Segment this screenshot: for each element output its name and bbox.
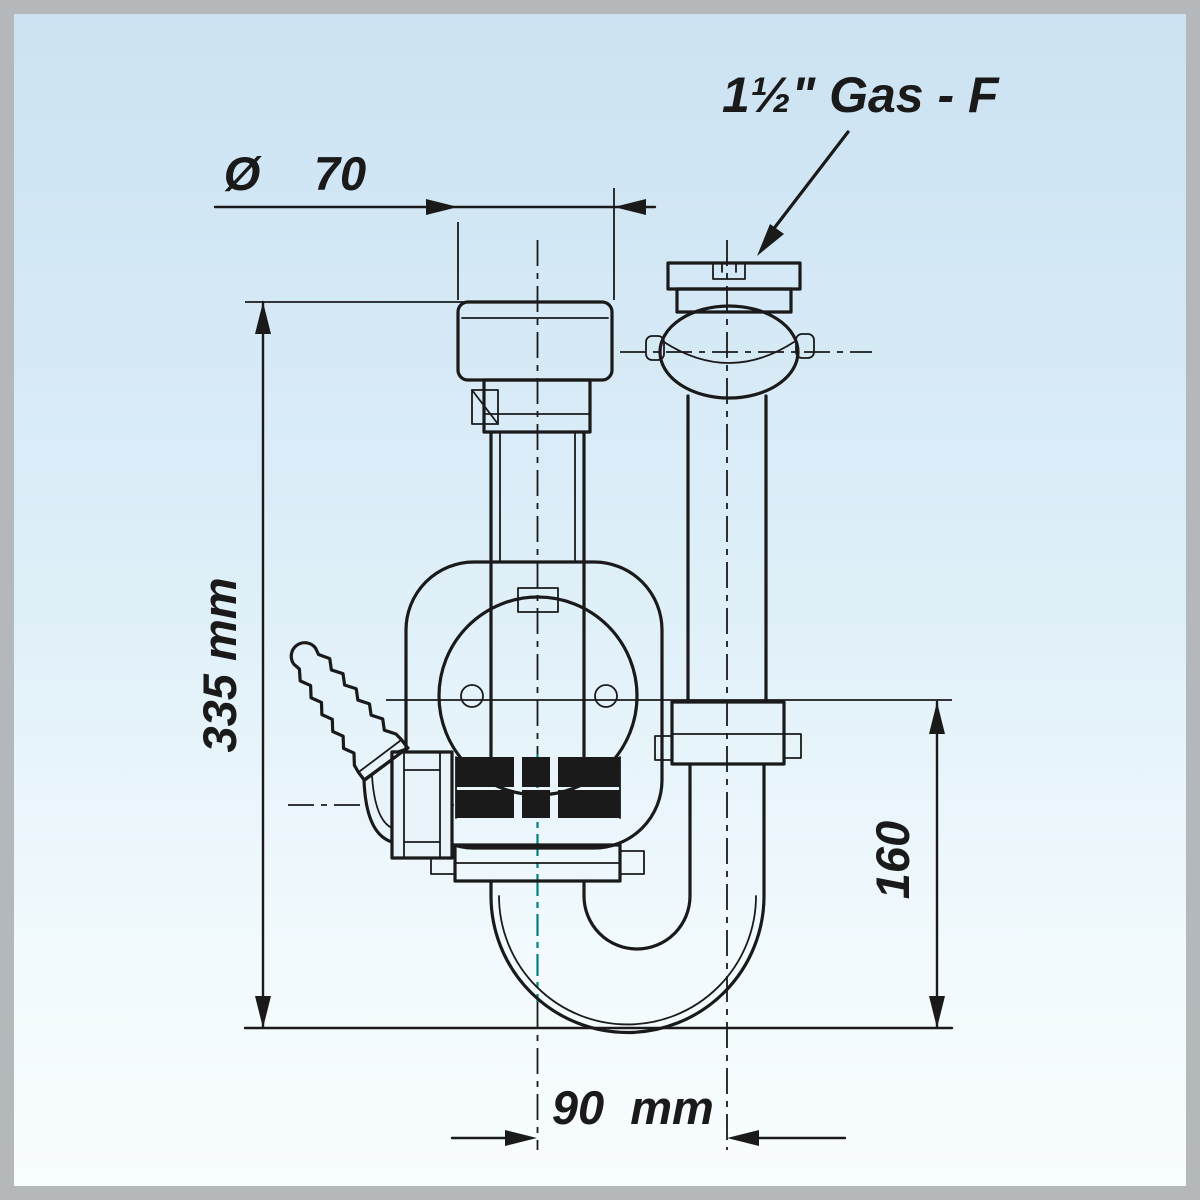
connection-leader-arrow	[757, 224, 784, 256]
hose-flange-lines	[403, 751, 441, 859]
outlet-coupling	[670, 700, 786, 766]
u-bend-inner-arc	[582, 894, 692, 951]
width-arrow-right	[727, 1130, 759, 1146]
trap-thread-bands	[455, 756, 621, 819]
width-arrow-left	[505, 1130, 537, 1146]
diameter-symbol: Ø	[224, 147, 263, 200]
outlet-cup-lip	[666, 261, 802, 291]
outlet-pipe-lower	[688, 762, 766, 880]
trap-body-outline	[404, 560, 664, 850]
trap-side-circle-left	[460, 684, 484, 708]
u-bend-outer-arc	[489, 894, 766, 1035]
outlet-coupling-lug-left	[654, 735, 673, 761]
hose-elbow-inner-curve	[371, 775, 393, 829]
u-bend	[489, 876, 766, 1035]
connection-text: 1½" Gas - F	[722, 67, 1000, 123]
width-value: 90	[552, 1081, 604, 1134]
outlet-pipe-upper	[686, 394, 768, 704]
outlet-ring	[658, 304, 800, 400]
u-bend-right-join	[688, 876, 766, 898]
height-right-label: 160	[866, 821, 919, 899]
connection-leader-line	[770, 130, 850, 233]
width-unit: mm	[630, 1081, 714, 1134]
dimension-height-right: 160	[866, 700, 945, 1030]
outlet-cup-body	[675, 287, 793, 314]
height-total-label: 335 mm	[193, 577, 246, 752]
trap-side-circle-right	[594, 684, 618, 708]
outlet-cup-notch	[712, 262, 746, 280]
hose-connector	[289, 641, 454, 860]
trap-bottom-nut-wing-right	[619, 850, 645, 875]
hose-cone	[289, 641, 410, 782]
u-bend-left-join	[489, 879, 586, 898]
height-right-arrow-top	[929, 702, 945, 734]
diameter-arrow-left	[426, 199, 458, 215]
outlet-ring-lug-right	[795, 333, 815, 359]
outlet-ring-lug-left	[645, 335, 665, 361]
inlet-assembly	[456, 300, 614, 564]
dimension-width: 90 mm	[450, 1081, 847, 1146]
diameter-value: 70	[314, 147, 366, 200]
diameter-arrow-right	[614, 199, 646, 215]
trap-body	[404, 560, 664, 883]
connection-label: 1½" Gas - F	[722, 67, 1000, 256]
outlet-ring-seam	[663, 341, 795, 364]
outlet-coupling-lug-right	[783, 733, 802, 759]
dimension-diameter: Ø 70	[213, 147, 657, 300]
height-right-arrow-bottom	[929, 996, 945, 1028]
height-total-arrow-bottom	[255, 996, 271, 1028]
centerlines	[288, 240, 952, 1150]
outlet-assembly	[645, 261, 815, 880]
inlet-top-nut	[456, 300, 614, 382]
dimension-height-total: 335 mm	[193, 300, 954, 1030]
inlet-clip	[471, 389, 499, 425]
inlet-clip-diagonal	[471, 389, 499, 425]
height-total-arrow-top	[255, 302, 271, 334]
u-bend-wall-arc	[498, 895, 757, 1026]
